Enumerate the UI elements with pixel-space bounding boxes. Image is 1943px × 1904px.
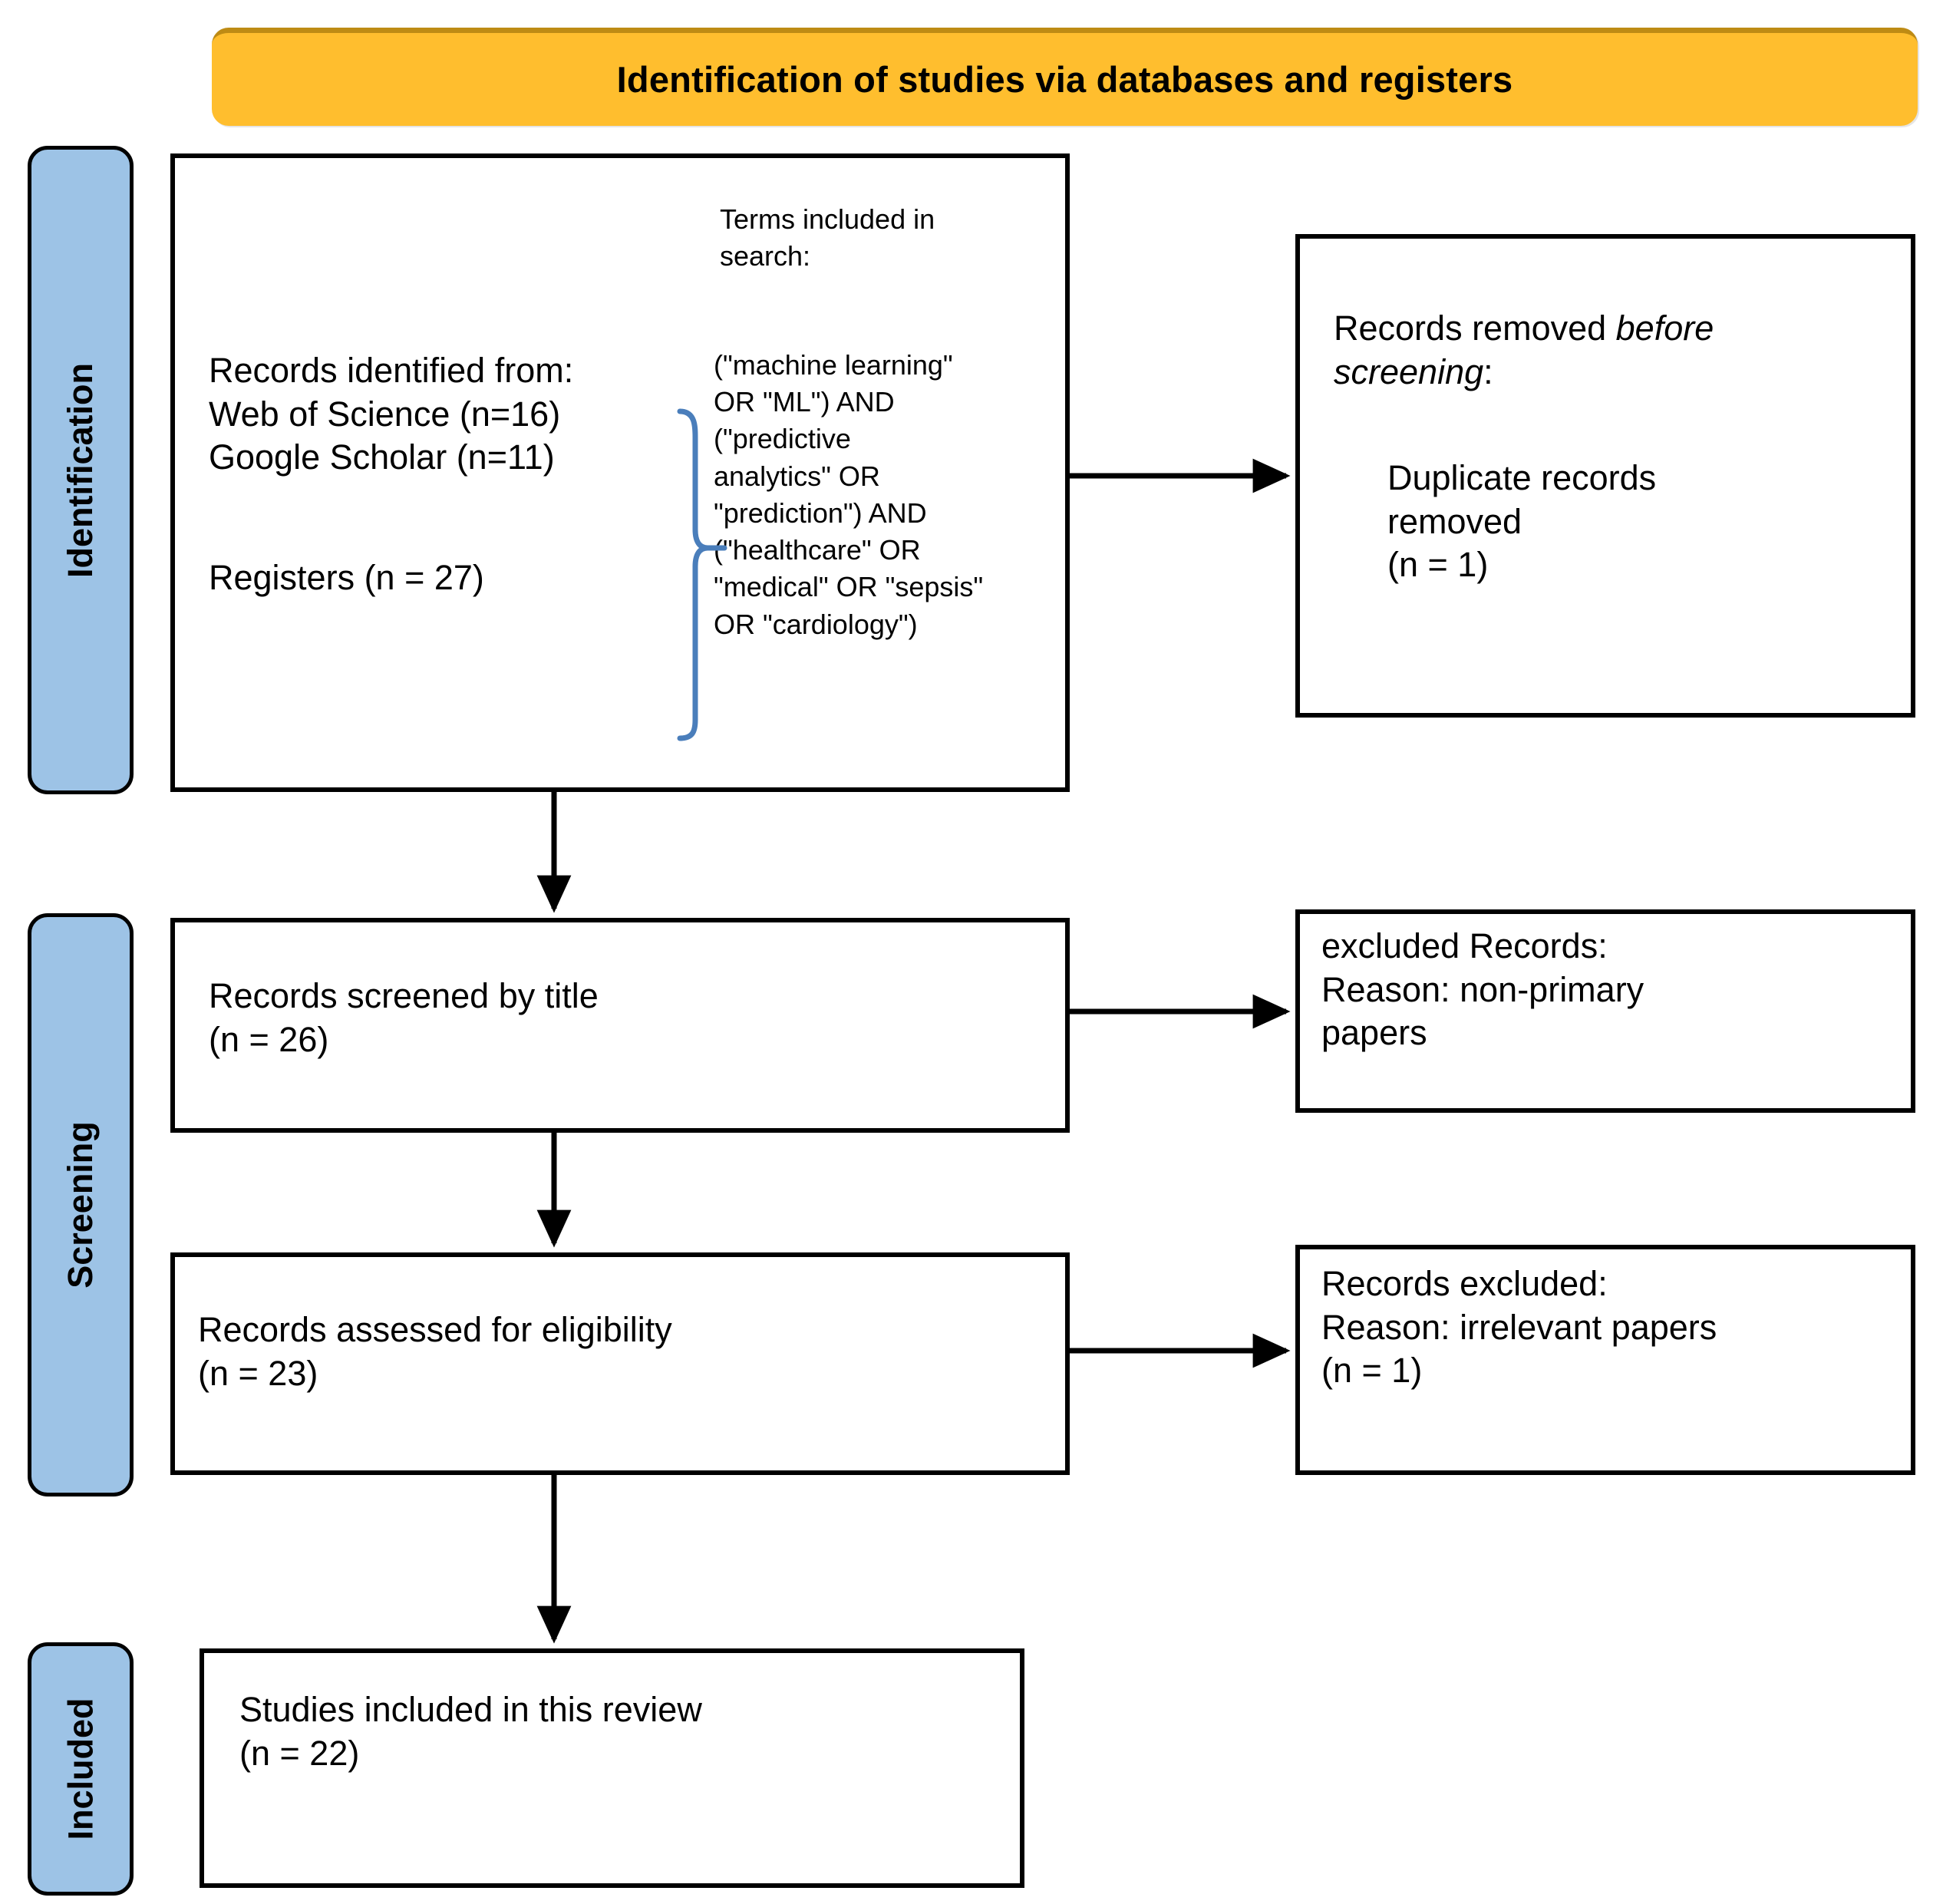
records-assessed-text: Records assessed for eligibility (n = 23… — [198, 1310, 672, 1393]
stage-label-screening-text: Screening — [61, 1121, 101, 1289]
duplicate-records-removed-text: Duplicate records removed (n = 1) — [1387, 458, 1657, 585]
records-identified-text: Records identified from: Web of Science … — [209, 351, 574, 477]
excluded-records-non-primary-text: excluded Records: Reason: non-primary pa… — [1321, 926, 1644, 1053]
stage-label-identification: Identification — [28, 146, 134, 794]
records-removed-heading-plain: Records removed — [1334, 309, 1616, 348]
box-records-excluded-irrelevant — [1295, 1245, 1915, 1475]
records-removed-heading-colon: : — [1483, 351, 1493, 391]
records-removed-heading: Records removed before screening: — [1334, 307, 1886, 394]
search-terms-query: ("machine learning" OR "ML") AND ("predi… — [714, 349, 984, 640]
stage-label-identification-text: Identification — [61, 362, 100, 578]
search-terms-heading: Terms included in search: — [720, 203, 935, 272]
registers-count-text: Registers (n = 27) — [209, 558, 484, 597]
stage-label-included-text: Included — [61, 1698, 101, 1840]
box-records-identified — [170, 153, 1070, 792]
records-removed-heading-italic-2: screening — [1334, 351, 1484, 391]
page-title: Identification of studies via databases … — [616, 59, 1513, 100]
box-records-screened-by-title — [170, 918, 1070, 1133]
stage-label-included: Included — [28, 1642, 134, 1896]
records-removed-heading-italic-1: before — [1615, 309, 1714, 348]
box-records-removed-before-screening — [1295, 234, 1915, 718]
records-screened-text: Records screened by title (n = 26) — [209, 976, 599, 1059]
box-studies-included — [200, 1648, 1024, 1888]
studies-included-text: Studies included in this review (n = 22) — [239, 1690, 702, 1773]
records-excluded-irrelevant-text: Records excluded: Reason: irrelevant pap… — [1321, 1264, 1717, 1391]
stage-label-screening: Screening — [28, 913, 134, 1496]
diagram-header-banner: Identification of studies via databases … — [212, 28, 1918, 126]
box-records-assessed-for-eligibility — [170, 1252, 1070, 1475]
box-excluded-records-non-primary — [1295, 909, 1915, 1113]
